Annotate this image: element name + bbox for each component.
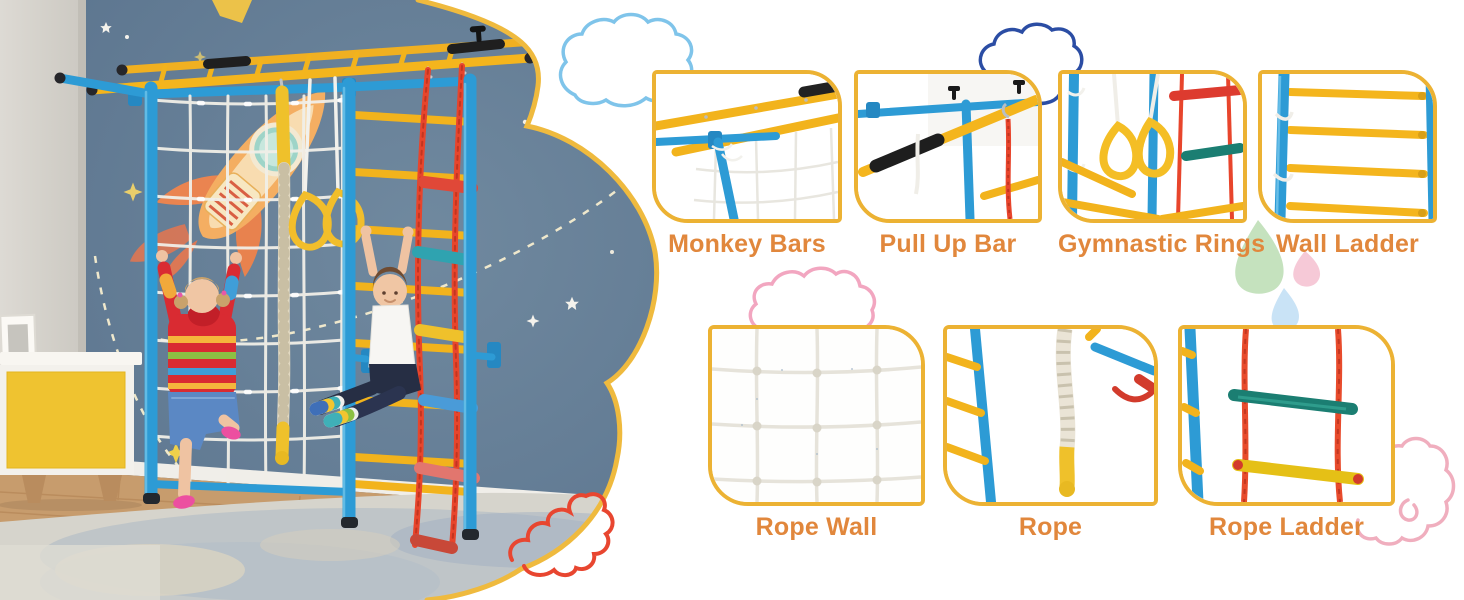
monkey-bars-closeup-icon: [656, 74, 838, 219]
feature-photo-rope-wall: [708, 325, 925, 506]
climbing-rope-closeup-icon: [947, 329, 1154, 502]
wall-ladder-closeup-icon: [1262, 74, 1433, 219]
feature-label-pull-up-bar: Pull Up Bar: [879, 230, 1017, 258]
feature-label-wall-ladder: Wall Ladder: [1276, 230, 1419, 258]
rope-wall-closeup-icon: [712, 329, 921, 502]
feature-photo-monkey-bars: [652, 70, 842, 223]
feature-pull-up-bar: Pull Up Bar: [854, 70, 1042, 259]
feature-rope-ladder: Rope Ladder: [1178, 325, 1395, 542]
feature-monkey-bars: Monkey Bars: [652, 70, 842, 259]
lifestyle-photo-illustration: [0, 0, 660, 600]
feature-photo-pull-up-bar: [854, 70, 1042, 223]
foam-grip: [203, 56, 251, 69]
feature-label-rope: Rope: [1018, 513, 1083, 541]
climbing-rope: [275, 78, 291, 465]
dashed-orbit-decal: [93, 171, 641, 520]
climbing-frame: [54, 25, 562, 554]
feature-wall-ladder: Wall Ladder: [1258, 70, 1437, 259]
yellow-star-decal: [212, 0, 252, 23]
boy-figure: [309, 225, 421, 428]
feature-photo-rope-ladder: [1178, 325, 1395, 506]
dresser: [0, 352, 142, 511]
feature-photo-gymnastic-rings: [1058, 70, 1247, 223]
girl-figure: [156, 250, 242, 509]
foam-grip: [447, 39, 505, 54]
feature-rope: Rope: [943, 325, 1158, 542]
chalk-cloud-pink-top-icon: [748, 266, 877, 332]
gymnastic-rings-closeup-icon: [1062, 74, 1243, 219]
feature-photo-rope: [943, 325, 1158, 506]
lifestyle-photo: [0, 0, 700, 600]
feature-label-gymnastic-rings: Gymnastic Rings: [1058, 230, 1266, 258]
feature-label-monkey-bars: Monkey Bars: [668, 230, 826, 258]
feature-label-rope-ladder: Rope Ladder: [1209, 513, 1364, 541]
feature-label-rope-wall: Rope Wall: [755, 513, 878, 541]
feature-rope-wall: Rope Wall: [708, 325, 925, 542]
pull-up-bar-closeup-icon: [858, 74, 1038, 219]
feature-photo-wall-ladder: [1258, 70, 1437, 223]
clamp-knob: [469, 25, 486, 42]
rope-ladder-closeup-icon: [1182, 329, 1391, 502]
feature-gymnastic-rings: Gymnastic Rings: [1058, 70, 1266, 259]
